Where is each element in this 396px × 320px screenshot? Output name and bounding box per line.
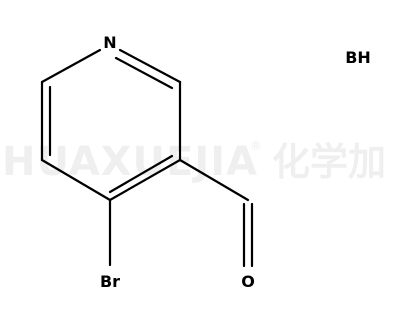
- salt-label: BH: [345, 48, 371, 67]
- atom-labels: N Br O BH: [100, 33, 371, 291]
- watermark-registered-mark: ®: [250, 139, 262, 153]
- bond-c4-c5: [40, 158, 112, 202]
- atom-label-bromine: Br: [100, 272, 120, 291]
- substituents: [108, 158, 254, 268]
- watermark: HUAXUEJIA ® 化学加: [2, 139, 386, 185]
- watermark-cjk: 化学加: [272, 140, 386, 184]
- atom-label-nitrogen: N: [103, 33, 116, 52]
- bond-n-c2-inner: [114, 56, 174, 90]
- watermark-latin: HUAXUEJIA: [2, 139, 258, 185]
- bond-c6-n: [40, 48, 102, 84]
- bond-c3-cho: [178, 158, 250, 202]
- bond-c3-c4: [108, 158, 182, 202]
- atom-label-oxygen: O: [241, 272, 255, 291]
- pyridine-ring: [40, 48, 182, 202]
- bond-c3-c4-inner: [108, 154, 174, 194]
- bond-n-c2: [118, 48, 182, 84]
